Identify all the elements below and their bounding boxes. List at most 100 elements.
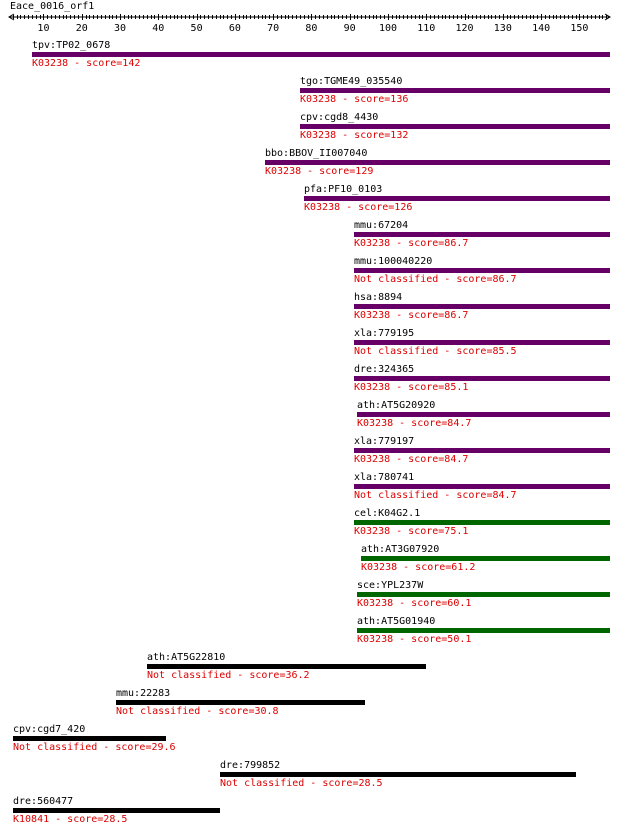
hit-row: sce:YPL237W K03238 - score=60.1 <box>0 0 620 609</box>
hit-classification-score: Not classified - score=84.7 <box>354 490 517 501</box>
hit-name-link[interactable]: cpv:cgd7_420 <box>13 724 86 735</box>
hit-alignment-bar[interactable] <box>354 376 610 381</box>
hit-classification-score: K03238 - score=136 <box>300 94 409 105</box>
hit-alignment-bar[interactable] <box>354 304 610 309</box>
hit-classification-score: K03238 - score=142 <box>32 58 141 69</box>
hit-name-link[interactable]: pfa:PF10_0103 <box>304 184 383 195</box>
hit-alignment-bar[interactable] <box>116 700 365 705</box>
hit-classification-score: K03238 - score=60.1 <box>357 598 472 609</box>
hit-name-link[interactable]: mmu:67204 <box>354 220 409 231</box>
ruler-tick-label: 70 <box>267 23 279 34</box>
ruler-tick-label: 60 <box>229 23 241 34</box>
hit-classification-score: Not classified - score=86.7 <box>354 274 517 285</box>
hit-name-link[interactable]: ath:AT3G07920 <box>361 544 440 555</box>
hit-alignment-bar[interactable] <box>13 808 220 813</box>
hit-alignment-bar[interactable] <box>265 160 610 165</box>
hit-alignment-bar[interactable] <box>13 736 166 741</box>
hit-classification-score: Not classified - score=28.5 <box>220 778 383 789</box>
ruler-tick-label: 110 <box>417 23 435 34</box>
hit-name-link[interactable]: mmu:22283 <box>116 688 171 699</box>
hit-alignment-bar[interactable] <box>300 124 610 129</box>
hit-name-link[interactable]: mmu:100040220 <box>354 256 433 267</box>
hit-name-link[interactable]: dre:324365 <box>354 364 415 375</box>
hit-name-link[interactable]: xla:779197 <box>354 436 415 447</box>
hit-alignment-bar[interactable] <box>354 340 610 345</box>
hit-classification-score: K03238 - score=61.2 <box>361 562 476 573</box>
ruler-tick-label: 120 <box>456 23 474 34</box>
hit-classification-score: K03238 - score=84.7 <box>357 418 472 429</box>
hit-alignment-bar[interactable] <box>220 772 576 777</box>
hit-classification-score: Not classified - score=85.5 <box>354 346 517 357</box>
hit-classification-score: K03238 - score=86.7 <box>354 310 469 321</box>
hit-name-link[interactable]: sce:YPL237W <box>357 580 424 591</box>
hit-name-link[interactable]: tpv:TP02_0678 <box>32 40 111 51</box>
ruler-tick-label: 40 <box>152 23 164 34</box>
hit-name-link[interactable]: bbo:BBOV_II007040 <box>265 148 368 159</box>
hit-classification-score: K03238 - score=75.1 <box>354 526 469 537</box>
hit-alignment-bar[interactable] <box>354 520 610 525</box>
ruler-tick-label: 50 <box>191 23 203 34</box>
hit-classification-score: K10841 - score=28.5 <box>13 814 128 825</box>
hit-alignment-bar[interactable] <box>354 448 610 453</box>
hit-name-link[interactable]: cpv:cgd8_4430 <box>300 112 379 123</box>
hit-classification-score: K03238 - score=132 <box>300 130 409 141</box>
hit-alignment-bar[interactable] <box>147 664 426 669</box>
hit-name-link[interactable]: ath:AT5G20920 <box>357 400 436 411</box>
hit-name-link[interactable]: tgo:TGME49_035540 <box>300 76 403 87</box>
hit-alignment-bar[interactable] <box>300 88 610 93</box>
hit-classification-score: K03238 - score=50.1 <box>357 634 472 645</box>
hit-alignment-bar[interactable] <box>354 268 610 273</box>
ruler-tick-label: 140 <box>532 23 550 34</box>
hit-alignment-bar[interactable] <box>354 232 610 237</box>
hit-name-link[interactable]: xla:779195 <box>354 328 415 339</box>
hit-name-link[interactable]: dre:560477 <box>13 796 74 807</box>
ruler-tick-label: 80 <box>305 23 317 34</box>
ruler-tick-label: 30 <box>114 23 126 34</box>
hit-classification-score: Not classified - score=29.6 <box>13 742 176 753</box>
hit-alignment-bar[interactable] <box>32 52 610 57</box>
ruler-tick-label: 90 <box>344 23 356 34</box>
hit-name-link[interactable]: hsa:8894 <box>354 292 403 303</box>
ruler-tick-label: 130 <box>494 23 512 34</box>
query-title: Eace_0016_orf1 <box>10 1 95 12</box>
hit-classification-score: K03238 - score=85.1 <box>354 382 469 393</box>
hit-name-link[interactable]: xla:780741 <box>354 472 415 483</box>
hit-alignment-bar[interactable] <box>361 556 610 561</box>
hit-name-link[interactable]: ath:AT5G22810 <box>147 652 226 663</box>
hit-name-link[interactable]: cel:K04G2.1 <box>354 508 421 519</box>
hit-alignment-bar[interactable] <box>357 628 610 633</box>
ruler-tick-label: 10 <box>37 23 49 34</box>
hit-alignment-bar[interactable] <box>357 592 610 597</box>
hit-alignment-bar[interactable] <box>304 196 610 201</box>
ruler-tick-label: 150 <box>570 23 588 34</box>
ruler-tick-label: 20 <box>76 23 88 34</box>
hit-classification-score: Not classified - score=36.2 <box>147 670 310 681</box>
hit-alignment-bar[interactable] <box>357 412 610 417</box>
hit-alignment-bar[interactable] <box>354 484 610 489</box>
ruler-arrow-left-icon <box>8 13 15 21</box>
hit-classification-score: K03238 - score=86.7 <box>354 238 469 249</box>
hit-name-link[interactable]: ath:AT5G01940 <box>357 616 436 627</box>
hit-classification-score: K03238 - score=84.7 <box>354 454 469 465</box>
hit-name-link[interactable]: dre:799852 <box>220 760 281 771</box>
hit-classification-score: K03238 - score=129 <box>265 166 374 177</box>
